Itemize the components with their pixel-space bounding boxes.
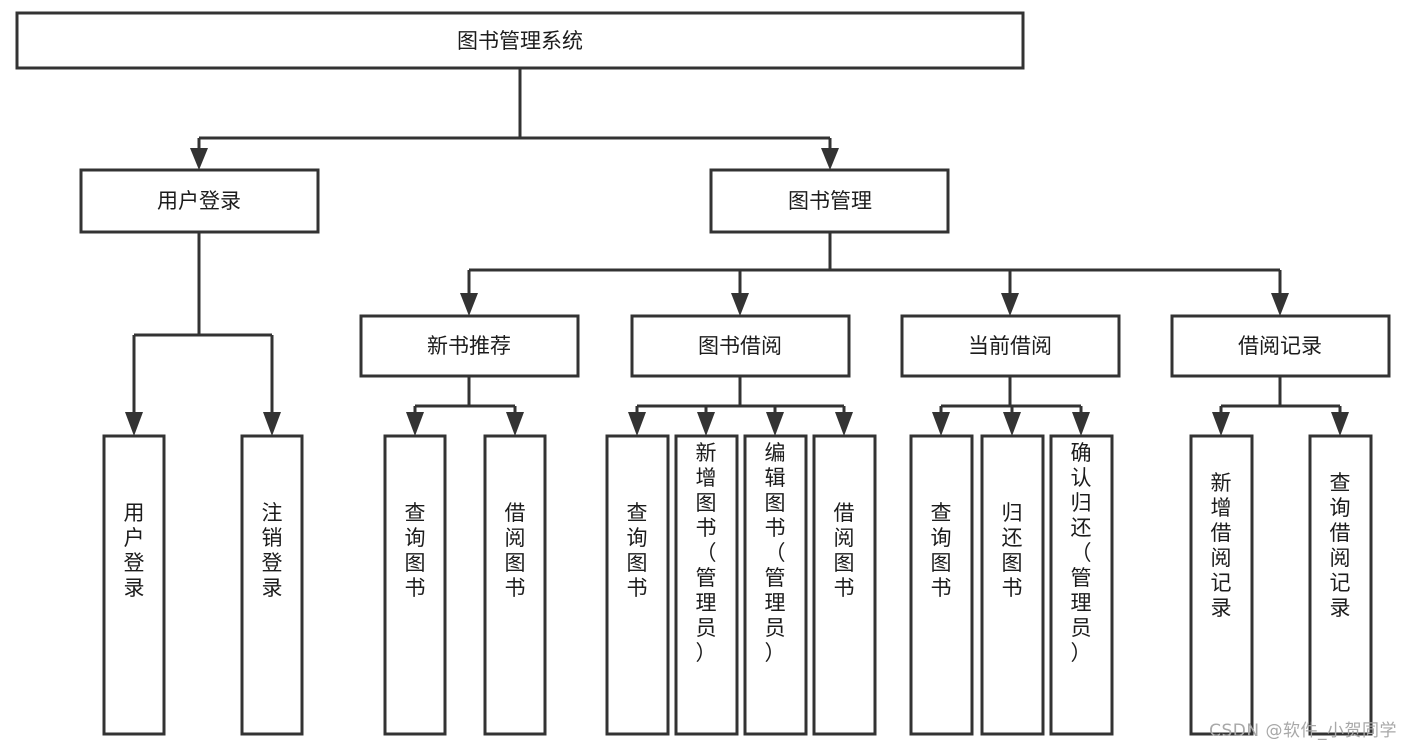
- node-leaf-nbr-query-book[interactable]: 查询图书: [383, 434, 447, 736]
- arrow-head-br-query-record: [1331, 412, 1349, 436]
- node-leaf-bb-query-book-label: 查询图书: [627, 501, 648, 600]
- node-leaf-bb-edit-book[interactable]: 编辑图书（管理员）: [743, 434, 808, 736]
- arrow-head-current-borrow: [1001, 293, 1019, 316]
- node-leaf-bb-add-book[interactable]: 新增图书（管理员）: [674, 434, 739, 736]
- node-current-borrow[interactable]: 当前借阅: [900, 314, 1121, 378]
- node-leaf-bb-add-book-label: 新增图书（管理员）: [696, 441, 717, 665]
- node-leaf-logout-label: 注销登录: [262, 501, 283, 600]
- node-borrow-record[interactable]: 借阅记录: [1170, 314, 1391, 378]
- node-leaf-bb-edit-book-label: 编辑图书（管理员）: [765, 441, 786, 665]
- node-leaf-cb-query-book-label: 查询图书: [931, 501, 952, 600]
- node-leaf-br-query-record-box[interactable]: [1308, 434, 1373, 736]
- arrow-head-cb-return-book: [1003, 412, 1021, 436]
- node-user-login-box[interactable]: [79, 168, 320, 234]
- arrow-head-book-borrow: [731, 293, 749, 316]
- node-book-management-label: 图书管理: [788, 189, 872, 213]
- node-leaf-cb-query-book[interactable]: 查询图书: [909, 434, 974, 736]
- arrow-head-new-book-rec: [460, 293, 478, 316]
- csdn-watermark: CSDN @软件_小贺同学: [1209, 721, 1397, 741]
- edge-book-mgmt-to-level3: [460, 232, 1289, 316]
- arrow-head-nbr-query-book: [406, 412, 424, 436]
- node-leaf-cb-query-book-box[interactable]: [909, 434, 974, 736]
- node-leaf-user-login[interactable]: 用户登录: [102, 434, 166, 736]
- arrow-head-borrow-record: [1271, 293, 1289, 316]
- node-book-borrow[interactable]: 图书借阅: [630, 314, 851, 378]
- node-new-book-recommend[interactable]: 新书推荐: [359, 314, 580, 378]
- node-leaf-cb-return-book-label: 归还图书: [1002, 501, 1023, 600]
- node-leaf-bb-add-book-box[interactable]: [674, 434, 739, 736]
- arrow-head-nbr-borrow-book: [506, 412, 524, 436]
- node-leaf-bb-query-book-box[interactable]: [605, 434, 670, 736]
- node-leaf-bb-borrow-book[interactable]: 借阅图书: [812, 434, 877, 736]
- node-leaf-br-add-record-label: 新增借阅记录: [1211, 471, 1232, 620]
- arrow-head-bb-add-book: [697, 412, 715, 436]
- arrow-head-book-mgmt: [821, 148, 839, 170]
- node-leaf-br-query-record-label: 查询借阅记录: [1330, 471, 1351, 620]
- node-new-book-recommend-label: 新书推荐: [427, 334, 511, 358]
- node-leaf-nbr-query-book-label: 查询图书: [405, 501, 426, 600]
- node-book-borrow-label: 图书借阅: [698, 334, 782, 358]
- node-borrow-record-box[interactable]: [1170, 314, 1391, 378]
- node-leaf-user-login-box[interactable]: [102, 434, 166, 736]
- node-leaf-cb-confirm-return-box[interactable]: [1049, 434, 1114, 736]
- node-leaf-cb-confirm-return-label: 确认归还（管理员）: [1071, 441, 1092, 665]
- node-current-borrow-label: 当前借阅: [968, 334, 1052, 358]
- node-book-management-box[interactable]: [709, 168, 950, 234]
- node-borrow-record-label: 借阅记录: [1238, 334, 1322, 358]
- node-book-borrow-box[interactable]: [630, 314, 851, 378]
- node-leaf-user-login-label: 用户登录: [124, 501, 145, 600]
- arrow-head-leaf-logout: [263, 412, 281, 436]
- arrow-head-user-login: [190, 148, 208, 170]
- edge-borrow-record-to-leaves: [1212, 376, 1349, 436]
- node-leaf-cb-confirm-return[interactable]: 确认归还（管理员）: [1049, 434, 1114, 736]
- node-leaf-br-add-record-box[interactable]: [1189, 434, 1254, 736]
- node-current-borrow-box[interactable]: [900, 314, 1121, 378]
- arrow-head-bb-query-book: [628, 412, 646, 436]
- edge-current-borrow-to-leaves: [932, 376, 1090, 436]
- node-leaf-cb-return-book-box[interactable]: [980, 434, 1045, 736]
- node-new-book-recommend-box[interactable]: [359, 314, 580, 378]
- node-leaf-bb-edit-book-box[interactable]: [743, 434, 808, 736]
- edge-user-login-to-leaves: [125, 232, 281, 436]
- node-leaf-br-query-record[interactable]: 查询借阅记录: [1308, 434, 1373, 736]
- arrow-head-bb-edit-book: [766, 412, 784, 436]
- edge-book-borrow-to-leaves: [628, 376, 853, 436]
- arrow-head-leaf-user-login: [125, 412, 143, 436]
- arrow-head-cb-confirm-return: [1072, 412, 1090, 436]
- node-leaf-bb-query-book[interactable]: 查询图书: [605, 434, 670, 736]
- node-leaf-br-add-record[interactable]: 新增借阅记录: [1189, 434, 1254, 736]
- edges-layer: [125, 68, 1349, 436]
- node-root-label: 图书管理系统: [457, 29, 583, 53]
- node-leaf-logout[interactable]: 注销登录: [240, 434, 304, 736]
- node-root[interactable]: 图书管理系统: [15, 11, 1025, 70]
- node-leaf-nbr-query-book-box[interactable]: [383, 434, 447, 736]
- arrow-head-bb-borrow-book: [835, 412, 853, 436]
- node-book-management[interactable]: 图书管理: [709, 168, 950, 234]
- node-leaf-nbr-borrow-book[interactable]: 借阅图书: [483, 434, 547, 736]
- node-user-login-label: 用户登录: [157, 189, 241, 213]
- node-leaf-logout-box[interactable]: [240, 434, 304, 736]
- node-root-box[interactable]: [15, 11, 1025, 70]
- arrow-head-br-add-record: [1212, 412, 1230, 436]
- node-leaf-nbr-borrow-book-box[interactable]: [483, 434, 547, 736]
- edge-new-book-rec-to-leaves: [406, 376, 524, 436]
- node-leaf-nbr-borrow-book-label: 借阅图书: [505, 501, 526, 600]
- arrow-head-cb-query-book: [932, 412, 950, 436]
- node-user-login[interactable]: 用户登录: [79, 168, 320, 234]
- node-leaf-cb-return-book[interactable]: 归还图书: [980, 434, 1045, 736]
- node-leaf-bb-borrow-book-box[interactable]: [812, 434, 877, 736]
- edge-root-to-level2: [190, 68, 839, 170]
- node-leaf-bb-borrow-book-label: 借阅图书: [834, 501, 855, 600]
